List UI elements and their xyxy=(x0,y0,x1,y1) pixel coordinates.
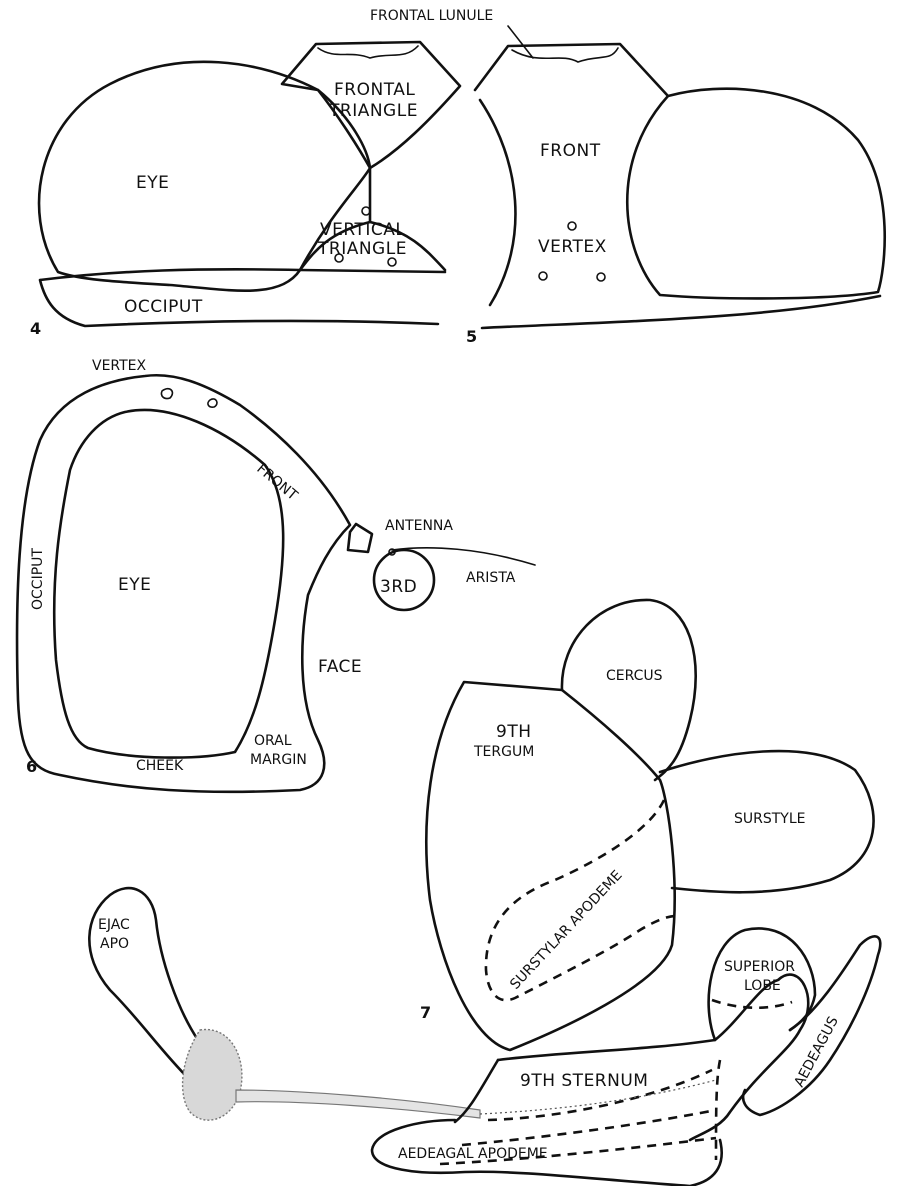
fig7-label-superior: SUPERIOR xyxy=(724,959,795,975)
fig6-label-oral: ORAL xyxy=(254,733,292,749)
fig7-ejaculatory-duct xyxy=(236,1090,480,1118)
fig5-inner-eye-margin xyxy=(480,100,515,305)
fig5-label-front: FRONT xyxy=(540,141,601,161)
figure-7: CERCUS 9TH TERGUM SURSTYLE SURSTYLAR APO… xyxy=(89,600,880,1186)
fig7-label-lobe: LOBE xyxy=(744,978,781,994)
fig5-number: 5 xyxy=(466,327,477,346)
fig6-label-face: FACE xyxy=(318,657,362,677)
fig4-ocellus xyxy=(388,258,396,266)
fig5-ocellus xyxy=(568,222,576,230)
fig7-label-ejac: EJAC xyxy=(98,917,130,933)
figure-6: VERTEX FRONT ANTENNA ARISTA 3RD OCCIPUT … xyxy=(17,358,535,792)
fig7-internal-dash xyxy=(716,1060,720,1160)
fig7-label-apo: APO xyxy=(100,936,129,952)
fig7-cercus xyxy=(562,600,696,780)
fig7-internal-dash xyxy=(462,1110,716,1145)
fig4-label-vertical-triangle: TRIANGLE xyxy=(317,239,407,259)
fig5-lunule-leader xyxy=(508,26,533,58)
fig6-label-third: 3RD xyxy=(380,577,417,597)
fig7-ninth-tergum xyxy=(426,682,674,1050)
fig5-ocellus xyxy=(597,273,605,281)
fig7-label-surstyle: SURSTYLE xyxy=(734,811,806,827)
fig7-number: 7 xyxy=(420,1003,431,1022)
fig7-label-cercus: CERCUS xyxy=(606,668,663,684)
fig6-label-arista: ARISTA xyxy=(466,570,516,586)
figure-5: FRONTAL LUNULE FRONT VERTEX 5 xyxy=(370,8,885,346)
fig6-label-vertex: VERTEX xyxy=(92,358,147,374)
fig6-antenna-base xyxy=(348,524,372,552)
fig6-label-eye: EYE xyxy=(118,575,151,595)
fig5-label-frontal-lunule: FRONTAL LUNULE xyxy=(370,8,493,24)
fig4-label-vertical-triangle: VERTICAL xyxy=(320,220,405,240)
fig5-ocellus xyxy=(539,272,547,280)
fig5-front-outline xyxy=(475,44,668,96)
fig7-label-tergum: 9TH xyxy=(496,722,531,742)
fig7-label-aedeagal-apodeme: AEDEAGAL APODEME xyxy=(398,1146,548,1162)
fig4-frontal-lunule xyxy=(318,46,418,58)
figure-4: EYE FRONTAL TRIANGLE VERTICAL TRIANGLE O… xyxy=(30,42,460,338)
fig7-label-sternum: 9TH STERNUM xyxy=(520,1071,648,1091)
fig4-label-eye: EYE xyxy=(136,173,169,193)
fig4-number: 4 xyxy=(30,319,41,338)
fig6-label-margin: MARGIN xyxy=(250,752,307,768)
fig7-label-tergum: TERGUM xyxy=(473,744,534,760)
fig5-occiput-line xyxy=(482,296,880,328)
fig6-label-cheek: CHEEK xyxy=(136,758,184,774)
fig6-number: 6 xyxy=(26,757,37,776)
fig4-occiput-band xyxy=(40,269,445,326)
fig7-label-surstylar-apodeme: SURSTYLAR APODEME xyxy=(507,867,625,992)
fig6-label-antenna: ANTENNA xyxy=(385,518,453,534)
fig4-label-frontal-triangle: TRIANGLE xyxy=(328,101,418,121)
fig5-eye-outline xyxy=(627,89,884,299)
fig7-ejaculatory-bulb xyxy=(183,1029,242,1120)
fig6-vertex-bristle xyxy=(161,389,172,399)
fig6-label-front: FRONT xyxy=(253,461,300,504)
fig4-label-occiput: OCCIPUT xyxy=(124,297,203,317)
fig5-label-vertex: VERTEX xyxy=(538,237,607,257)
fig6-vertex-bristle xyxy=(208,399,217,407)
fig5-frontal-lunule xyxy=(512,48,618,62)
fig6-eye-outline xyxy=(54,410,283,758)
fig6-label-occiput: OCCIPUT xyxy=(30,548,46,610)
fig4-label-frontal-triangle: FRONTAL xyxy=(334,80,415,100)
fig6-head-outline xyxy=(17,375,350,792)
